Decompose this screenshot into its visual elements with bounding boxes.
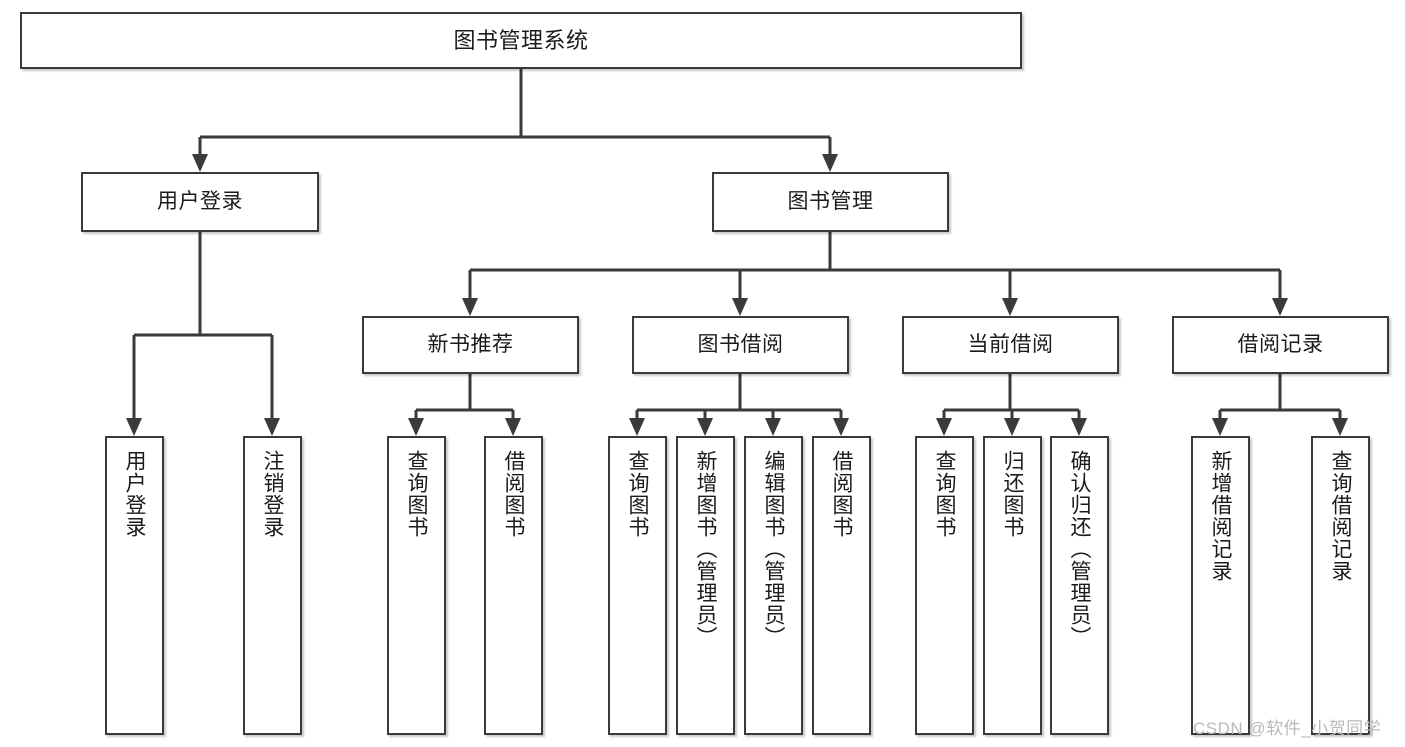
group-2-arrow-2-head xyxy=(1071,418,1087,436)
level2-node-0[interactable]: 新书推荐 xyxy=(362,316,579,374)
node-label: 归还图书 xyxy=(1001,450,1024,538)
node-label: 确认归还（管理员） xyxy=(1068,450,1091,648)
level1-node-1[interactable]: 图书管理 xyxy=(712,172,949,232)
node-label: 当前借阅 xyxy=(967,332,1054,356)
group-3-arrow-1-head xyxy=(1332,418,1348,436)
group-1-arrow-3-head xyxy=(833,418,849,436)
group-3-arrow-0-head xyxy=(1212,418,1228,436)
books-arrow-3-head xyxy=(1272,298,1288,316)
login-arrow-0-head xyxy=(126,418,142,436)
node-label: 查询借阅记录 xyxy=(1329,450,1352,582)
level1-node-0[interactable]: 用户登录 xyxy=(81,172,319,232)
node-label: 新增借阅记录 xyxy=(1209,450,1232,582)
group-2-arrow-1-head xyxy=(1004,418,1020,436)
group-1-arrow-0-head xyxy=(629,418,645,436)
leaf-node-8[interactable]: 查询图书 xyxy=(915,436,974,735)
books-arrow-1-head xyxy=(732,298,748,316)
node-label: 查询图书 xyxy=(626,450,649,538)
node-label: 图书管理系统 xyxy=(453,27,589,53)
leaf-node-11[interactable]: 新增借阅记录 xyxy=(1191,436,1250,735)
node-label: 查询图书 xyxy=(405,450,428,538)
node-label: 编辑图书（管理员） xyxy=(762,450,785,648)
leaf-node-2[interactable]: 查询图书 xyxy=(387,436,446,735)
node-label: 图书管理 xyxy=(787,189,874,213)
root-arrow-0-head xyxy=(192,154,208,172)
leaf-node-5[interactable]: 新增图书（管理员） xyxy=(676,436,735,735)
node-label: 注销登录 xyxy=(261,450,284,538)
books-arrow-2-head xyxy=(1002,298,1018,316)
group-2-arrow-0-head xyxy=(936,418,952,436)
leaf-node-0[interactable]: 用户登录 xyxy=(105,436,164,735)
leaf-node-7[interactable]: 借阅图书 xyxy=(812,436,871,735)
leaf-node-4[interactable]: 查询图书 xyxy=(608,436,667,735)
group-1-arrow-2-head xyxy=(765,418,781,436)
node-label: 借阅图书 xyxy=(830,450,853,538)
root-arrow-1-head xyxy=(822,154,838,172)
node-label: 用户登录 xyxy=(123,450,146,538)
node-label: 新增图书（管理员） xyxy=(694,450,717,648)
login-arrow-1-head xyxy=(264,418,280,436)
node-label: 查询图书 xyxy=(933,450,956,538)
leaf-node-10[interactable]: 确认归还（管理员） xyxy=(1050,436,1109,735)
level2-node-1[interactable]: 图书借阅 xyxy=(632,316,849,374)
leaf-node-1[interactable]: 注销登录 xyxy=(243,436,302,735)
watermark: CSDN @软件_小贺同学 xyxy=(1193,719,1382,738)
node-label: 用户登录 xyxy=(157,189,243,213)
leaf-node-12[interactable]: 查询借阅记录 xyxy=(1311,436,1370,735)
level2-node-3[interactable]: 借阅记录 xyxy=(1172,316,1389,374)
level2-node-2[interactable]: 当前借阅 xyxy=(902,316,1119,374)
group-1-arrow-1-head xyxy=(697,418,713,436)
node-label: 借阅记录 xyxy=(1237,332,1324,356)
leaf-node-3[interactable]: 借阅图书 xyxy=(484,436,543,735)
group-0-arrow-0-head xyxy=(408,418,424,436)
node-label: 新书推荐 xyxy=(427,332,514,356)
root-node[interactable]: 图书管理系统 xyxy=(20,12,1022,69)
books-arrow-0-head xyxy=(462,298,478,316)
node-label: 图书借阅 xyxy=(697,332,784,356)
node-label: 借阅图书 xyxy=(502,450,525,538)
leaf-node-6[interactable]: 编辑图书（管理员） xyxy=(744,436,803,735)
group-0-arrow-1-head xyxy=(505,418,521,436)
leaf-node-9[interactable]: 归还图书 xyxy=(983,436,1042,735)
